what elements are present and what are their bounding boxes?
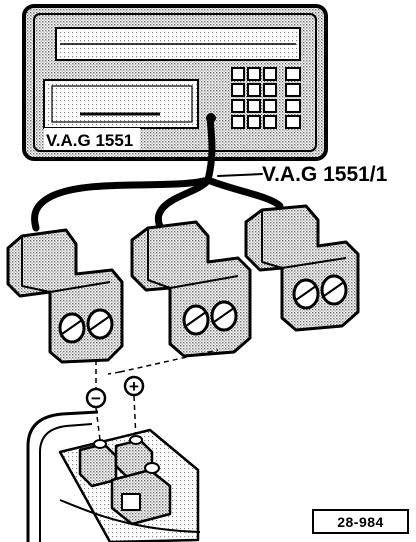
connector-plug-left bbox=[6, 228, 124, 364]
svg-text:−: − bbox=[91, 389, 101, 408]
negative-terminal-marker: − bbox=[85, 387, 107, 409]
tester-device: V.A.G 1551 bbox=[22, 4, 328, 161]
keypad bbox=[231, 67, 301, 129]
connector-plug-middle bbox=[130, 220, 252, 358]
printer-window bbox=[43, 79, 199, 129]
device-label: V.A.G 1551 bbox=[46, 131, 133, 150]
connector-plug-right bbox=[244, 204, 360, 332]
cable-label: V.A.G 1551/1 bbox=[262, 163, 388, 186]
battery-terminal-block bbox=[26, 410, 201, 542]
terminal-clamp bbox=[110, 462, 172, 526]
svg-text:+: + bbox=[129, 377, 139, 396]
figure-reference-number: 28-984 bbox=[312, 509, 409, 534]
guide-lines bbox=[95, 349, 219, 441]
positive-terminal-marker: + bbox=[123, 375, 145, 397]
positive-terminal-post bbox=[114, 435, 154, 480]
